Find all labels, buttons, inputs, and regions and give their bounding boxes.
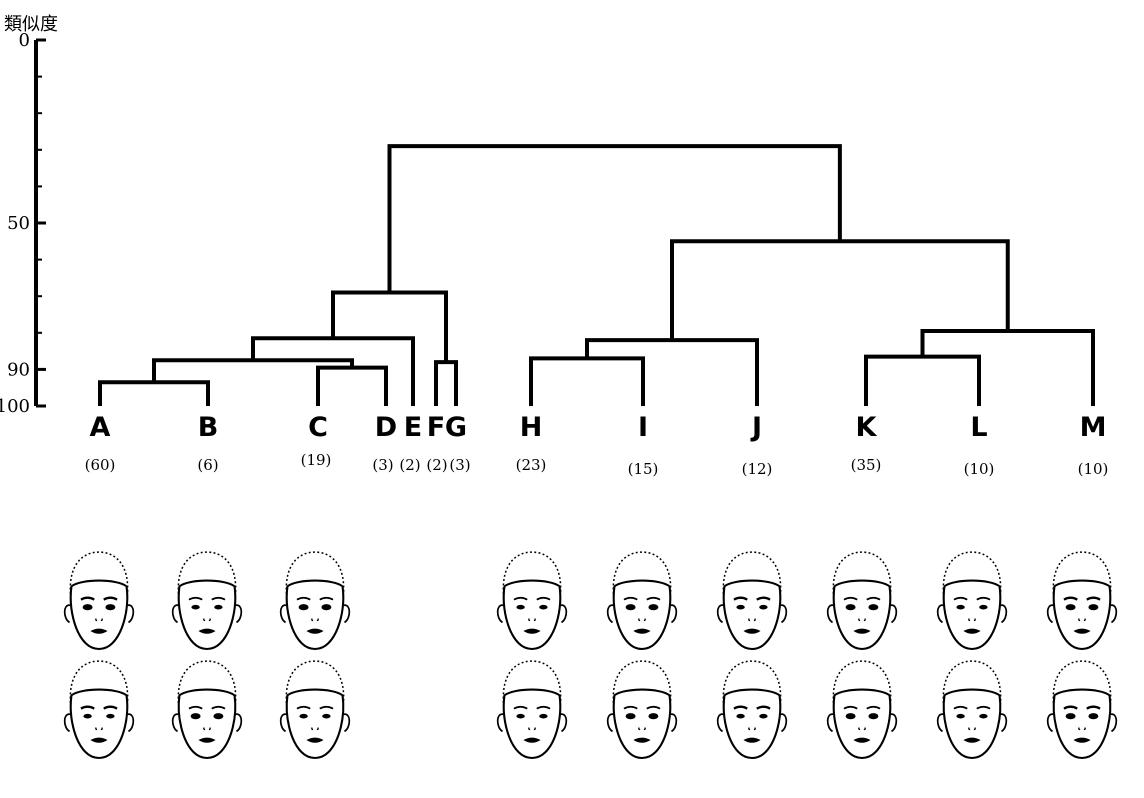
merge-link-n3 xyxy=(434,360,458,406)
leaf-count-A: (60) xyxy=(85,456,116,474)
face-illustration xyxy=(171,660,243,760)
leaf-label-E: E xyxy=(404,412,422,443)
merge-link-n10 xyxy=(920,328,1095,406)
leaf-label-G: G xyxy=(445,412,467,443)
merge-link-n5 xyxy=(251,336,415,406)
merge-link-n2 xyxy=(316,365,388,406)
leaf-count-L: (10) xyxy=(964,460,995,478)
merge-link-n7 xyxy=(529,356,645,406)
leaf-label-D: D xyxy=(375,412,397,443)
face-illustration xyxy=(936,660,1008,760)
leaf-count-G: (3) xyxy=(449,456,470,474)
merge-link-n6 xyxy=(331,290,448,363)
face-illustration xyxy=(1046,551,1118,651)
dendrogram-tree xyxy=(98,144,1095,406)
merge-link-n11 xyxy=(670,239,1010,341)
leaf-count-M: (10) xyxy=(1078,460,1109,478)
face-illustration xyxy=(826,551,898,651)
leaf-count-I: (15) xyxy=(628,460,659,478)
merge-link-n9 xyxy=(864,354,981,406)
axis-tick-label: 50 xyxy=(7,213,30,234)
axis-tick-label: 90 xyxy=(7,359,30,380)
leaf-label-C: C xyxy=(308,412,328,443)
face-illustration xyxy=(936,551,1008,651)
face-illustration xyxy=(606,551,678,651)
leaf-count-J: (12) xyxy=(742,460,773,478)
merge-link-n12 xyxy=(387,144,842,293)
merge-link-n8 xyxy=(585,338,759,406)
axis-tick-label: 100 xyxy=(0,396,30,417)
face-illustration xyxy=(63,551,135,651)
leaf-label-K: K xyxy=(856,412,878,443)
leaf-label-I: I xyxy=(638,412,648,443)
face-illustration xyxy=(716,660,788,760)
leaf-label-F: F xyxy=(427,412,445,443)
leaf-label-H: H xyxy=(520,412,543,443)
face-illustration xyxy=(1046,660,1118,760)
face-illustration xyxy=(496,551,568,651)
leaf-label-J: J xyxy=(750,412,762,443)
leaf-count-C: (19) xyxy=(301,451,332,469)
merge-link-n1 xyxy=(98,380,210,406)
face-illustration xyxy=(496,660,568,760)
leaf-labels: A(60)B(6)C(19)D(3)E(2)F(2)G(3)H(23)I(15)… xyxy=(85,412,1109,478)
axis-title: 類似度 xyxy=(4,14,58,35)
leaf-count-E: (2) xyxy=(399,456,420,474)
leaf-count-D: (3) xyxy=(372,456,393,474)
face-illustration xyxy=(716,551,788,651)
face-illustration xyxy=(63,660,135,760)
face-illustration xyxy=(826,660,898,760)
leaf-count-F: (2) xyxy=(426,456,447,474)
leaf-label-M: M xyxy=(1080,412,1107,443)
leaf-label-L: L xyxy=(970,412,987,443)
leaf-count-B: (6) xyxy=(197,456,218,474)
face-illustration xyxy=(606,660,678,760)
axis-tick-label: 0 xyxy=(19,30,30,51)
face-illustration xyxy=(279,660,351,760)
leaf-label-B: B xyxy=(198,412,219,443)
leaf-count-H: (23) xyxy=(516,456,547,474)
merge-link-n4 xyxy=(152,358,354,383)
face-illustration xyxy=(279,551,351,651)
leaf-count-K: (35) xyxy=(851,456,882,474)
face-illustrations xyxy=(63,551,1118,760)
similarity-axis: 0 50 90 100 xyxy=(0,30,46,417)
leaf-label-A: A xyxy=(90,412,111,443)
face-illustration xyxy=(171,551,243,651)
